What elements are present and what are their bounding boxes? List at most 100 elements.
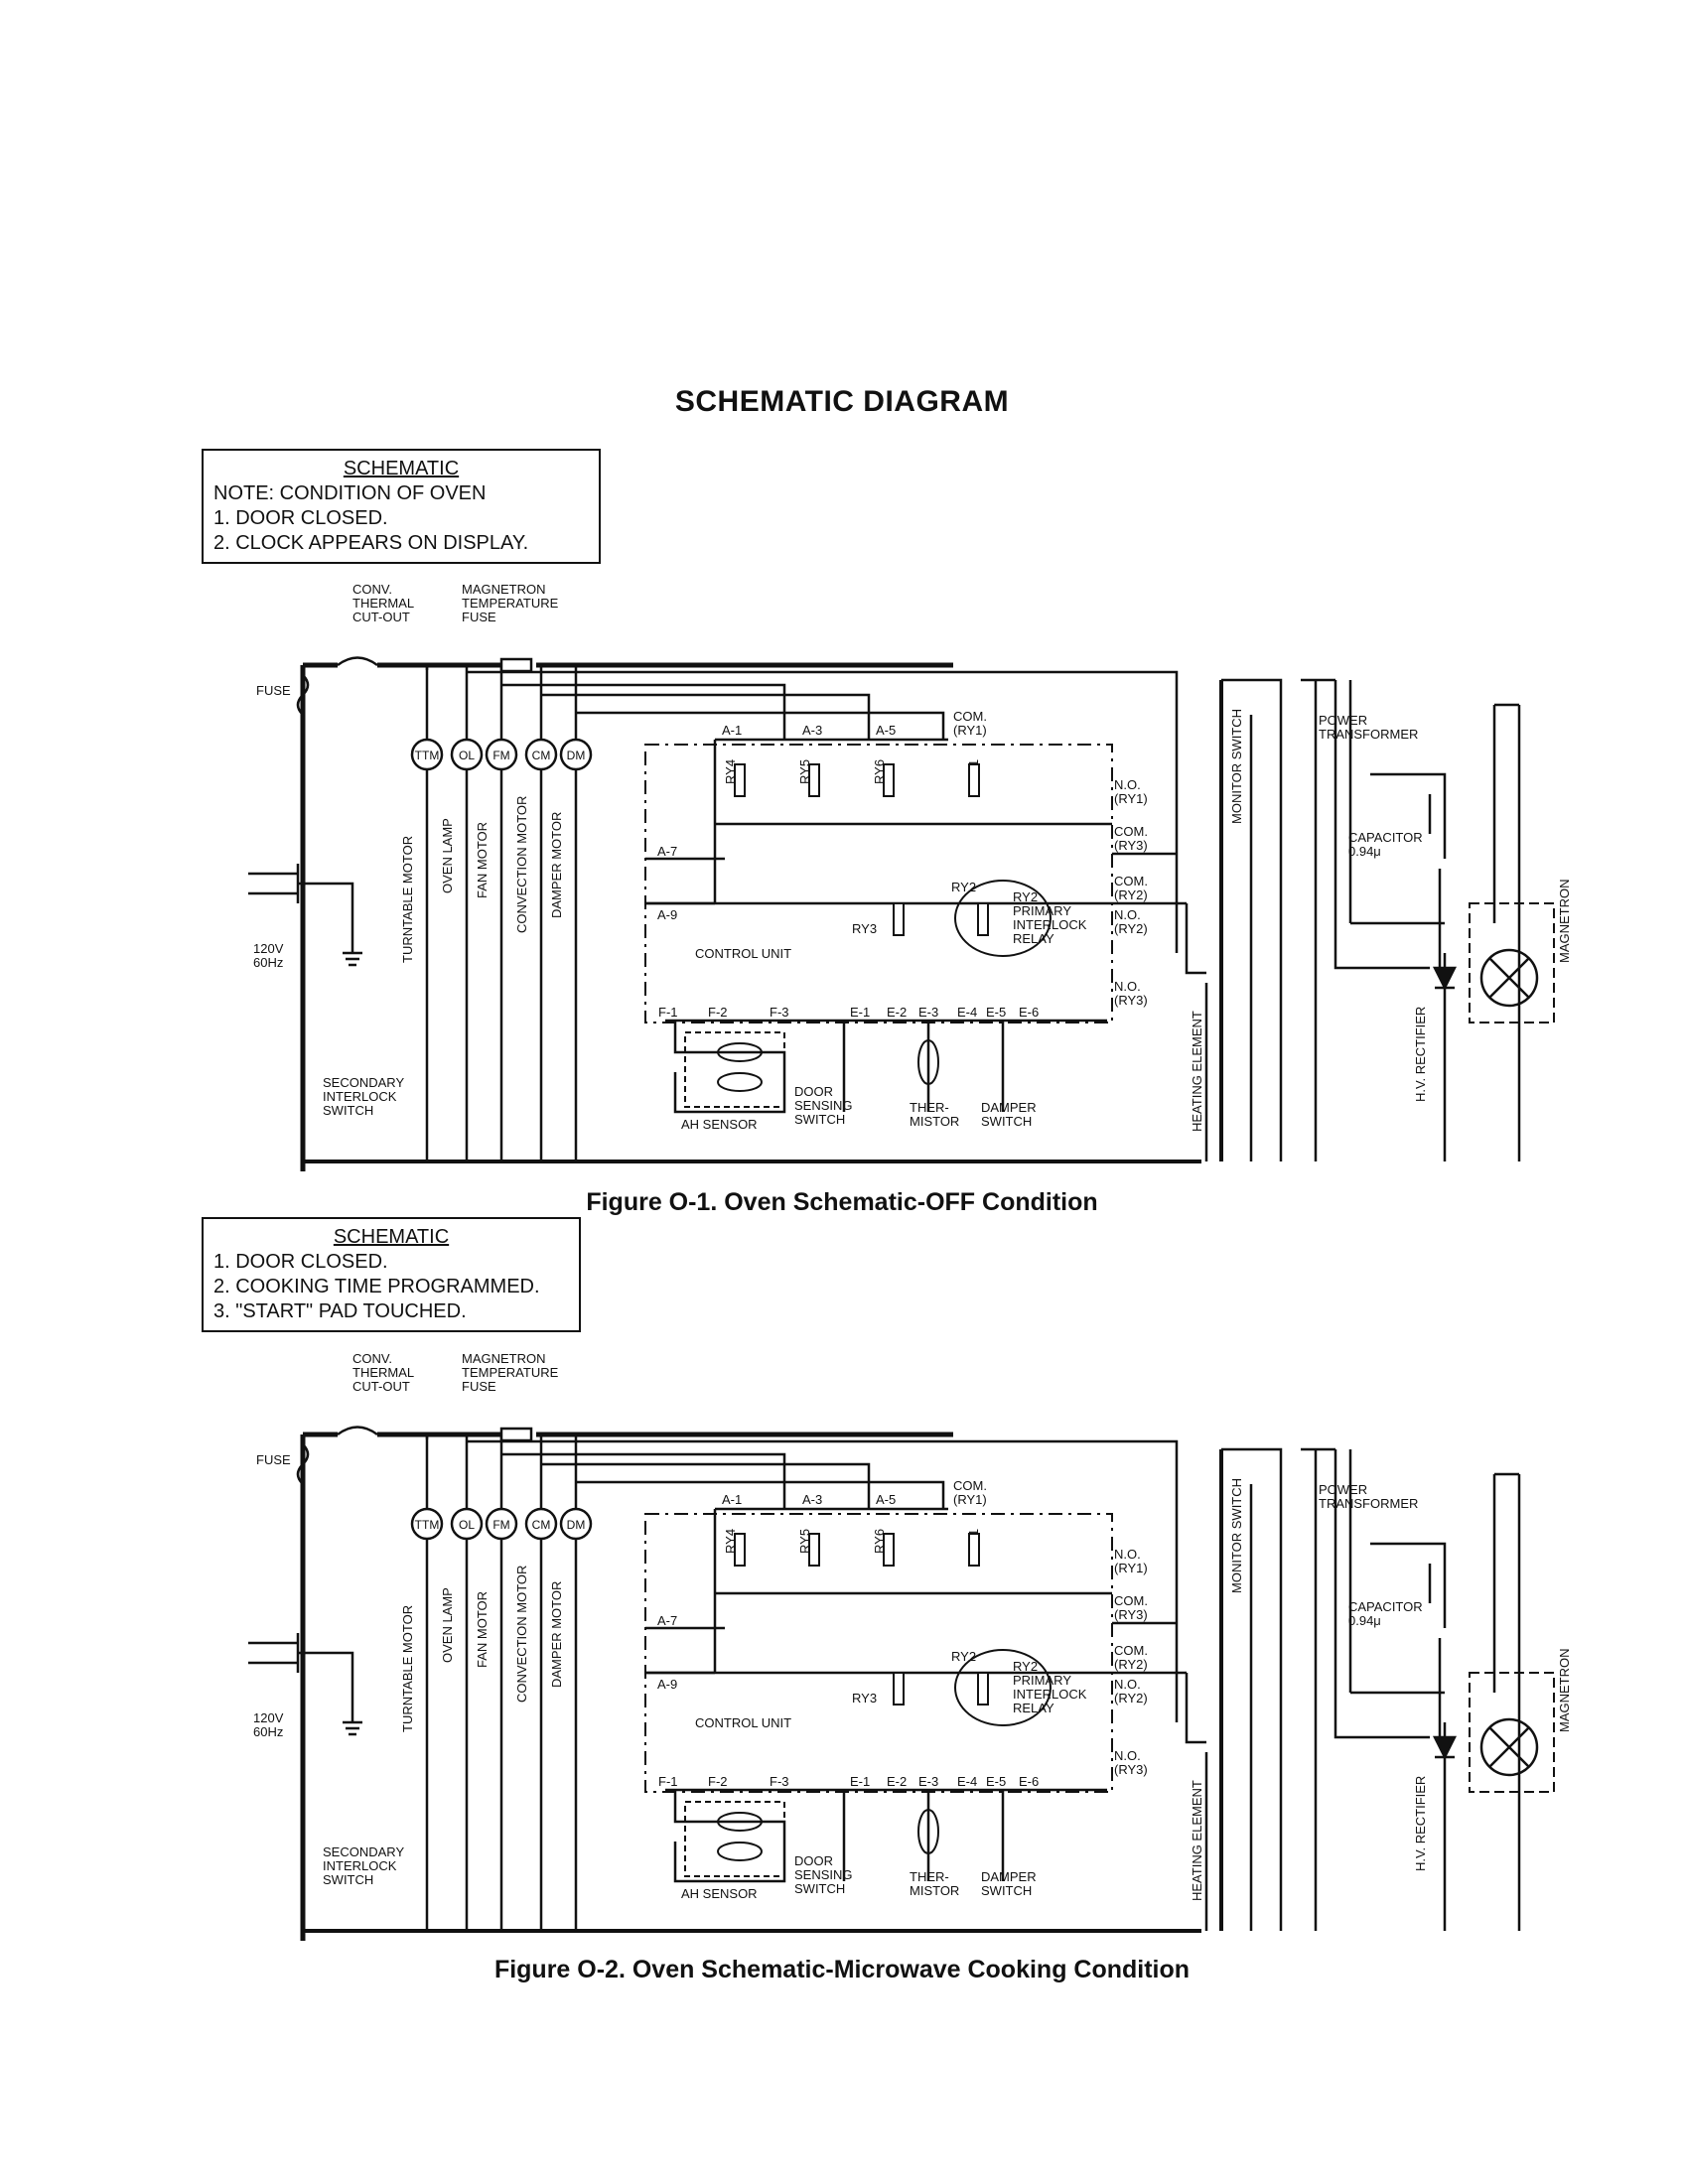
svg-text:RY2: RY2 bbox=[951, 880, 976, 894]
svg-text:SWITCH: SWITCH bbox=[794, 1112, 845, 1127]
svg-text:CM: CM bbox=[532, 1518, 551, 1532]
power-transformer-label: POWER TRANSFORMER bbox=[1319, 1482, 1418, 1511]
svg-text:OVEN LAMP: OVEN LAMP bbox=[440, 818, 455, 893]
svg-text:CONTROL UNIT: CONTROL UNIT bbox=[695, 946, 791, 961]
relay-coils bbox=[734, 1533, 989, 1706]
svg-text:A-9: A-9 bbox=[657, 1677, 677, 1692]
page-title: SCHEMATIC DIAGRAM bbox=[674, 385, 1010, 418]
svg-text:DAMPER: DAMPER bbox=[981, 1100, 1037, 1115]
svg-text:TURNTABLE MOTOR: TURNTABLE MOTOR bbox=[400, 836, 415, 963]
schematic-figure-2: CONV. THERMAL CUT-OUT MAGNETRON TEMPERAT… bbox=[248, 1351, 1572, 1941]
conv-cutout-label: CONV. THERMAL CUT-OUT bbox=[352, 1351, 417, 1394]
svg-text:FAN MOTOR: FAN MOTOR bbox=[475, 822, 490, 898]
svg-text:(RY1): (RY1) bbox=[1114, 1561, 1148, 1575]
svg-text:FM: FM bbox=[492, 749, 509, 762]
svg-text:E-1: E-1 bbox=[850, 1774, 870, 1789]
svg-text:E-6: E-6 bbox=[1019, 1005, 1039, 1020]
svg-text:FAN MOTOR: FAN MOTOR bbox=[475, 1591, 490, 1668]
svg-text:AH SENSOR: AH SENSOR bbox=[681, 1117, 758, 1132]
svg-text:(RY3): (RY3) bbox=[1114, 838, 1148, 853]
magnetron-icon bbox=[1432, 948, 1539, 1008]
svg-text:COM.: COM. bbox=[1114, 824, 1148, 839]
fuse-label: FUSE bbox=[256, 683, 291, 698]
svg-text:MISTOR: MISTOR bbox=[910, 1883, 959, 1898]
svg-text:E-5: E-5 bbox=[986, 1005, 1006, 1020]
svg-text:CONTROL UNIT: CONTROL UNIT bbox=[695, 1715, 791, 1730]
svg-text:RELAY: RELAY bbox=[1013, 1701, 1054, 1715]
svg-text:A-5: A-5 bbox=[876, 1492, 896, 1507]
svg-text:N.O.: N.O. bbox=[1114, 907, 1141, 922]
magnetron-label: MAGNETRON bbox=[1557, 880, 1572, 964]
motors: TTM TURNTABLE MOTOR OL OVEN LAMP FM FAN … bbox=[400, 1507, 593, 1732]
svg-text:F-1: F-1 bbox=[658, 1005, 678, 1020]
svg-text:AH SENSOR: AH SENSOR bbox=[681, 1886, 758, 1901]
svg-text:E-5: E-5 bbox=[986, 1774, 1006, 1789]
monitor-switch-label: MONITOR SWITCH bbox=[1229, 709, 1244, 824]
conv-cutout-label: CONV. THERMAL CUT-OUT bbox=[352, 582, 417, 624]
heating-element-label: HEATING ELEMENT bbox=[1190, 1780, 1204, 1901]
svg-text:COM.: COM. bbox=[1114, 1643, 1148, 1658]
svg-text:DM: DM bbox=[567, 749, 586, 762]
note-line: 3. "START" PAD TOUCHED. bbox=[213, 1300, 467, 1322]
note-line: 1. DOOR CLOSED. bbox=[213, 507, 388, 529]
svg-text:E-1: E-1 bbox=[850, 1005, 870, 1020]
svg-text:N.O.: N.O. bbox=[1114, 1748, 1141, 1763]
svg-text:DOOR: DOOR bbox=[794, 1853, 833, 1868]
svg-text:SENSING: SENSING bbox=[794, 1098, 853, 1113]
svg-text:E-4: E-4 bbox=[957, 1774, 977, 1789]
svg-text:F-3: F-3 bbox=[770, 1774, 789, 1789]
svg-text:(RY3): (RY3) bbox=[1114, 993, 1148, 1008]
svg-text:RY2: RY2 bbox=[951, 1649, 976, 1664]
svg-text:CM: CM bbox=[532, 749, 551, 762]
svg-text:(RY2): (RY2) bbox=[1114, 921, 1148, 936]
svg-text:RELAY: RELAY bbox=[1013, 931, 1054, 946]
svg-text:(RY1): (RY1) bbox=[953, 723, 987, 738]
capacitor-label: CAPACITOR 0.94μ bbox=[1348, 1599, 1426, 1628]
note-heading: SCHEMATIC bbox=[343, 458, 460, 479]
svg-text:RY2: RY2 bbox=[1013, 889, 1038, 904]
svg-text:CONVECTION MOTOR: CONVECTION MOTOR bbox=[514, 796, 529, 933]
convection-motor-icon: CM CONVECTION MOTOR bbox=[514, 1507, 558, 1703]
damper-motor-icon: DM DAMPER MOTOR bbox=[549, 738, 593, 918]
svg-text:E-2: E-2 bbox=[887, 1774, 907, 1789]
svg-text:COM.: COM. bbox=[1114, 1593, 1148, 1608]
svg-text:RY3: RY3 bbox=[852, 1691, 877, 1706]
fuse-icon bbox=[296, 656, 533, 716]
svg-text:TTM: TTM bbox=[415, 1518, 440, 1532]
svg-text:SWITCH: SWITCH bbox=[981, 1883, 1032, 1898]
svg-text:N.O.: N.O. bbox=[1114, 979, 1141, 994]
note-heading: SCHEMATIC bbox=[333, 1226, 450, 1248]
svg-text:COM.: COM. bbox=[1114, 874, 1148, 888]
svg-text:CONVECTION MOTOR: CONVECTION MOTOR bbox=[514, 1566, 529, 1703]
svg-text:A-3: A-3 bbox=[802, 723, 822, 738]
mag-fuse-label: MAGNETRON TEMPERATURE FUSE bbox=[462, 1351, 562, 1394]
oven-lamp-icon: OL OVEN LAMP bbox=[440, 738, 484, 893]
svg-text:A-9: A-9 bbox=[657, 907, 677, 922]
plug-icon bbox=[248, 864, 362, 967]
secondary-switch-label: SECONDARY INTERLOCK SWITCH bbox=[323, 1075, 408, 1118]
svg-text:SENSING: SENSING bbox=[794, 1867, 853, 1882]
plug-icon bbox=[248, 1633, 362, 1736]
svg-text:THER-: THER- bbox=[910, 1869, 949, 1884]
turntable-motor-icon: TTM TURNTABLE MOTOR bbox=[400, 738, 444, 963]
note-line: 2. COOKING TIME PROGRAMMED. bbox=[213, 1276, 540, 1297]
svg-text:(RY2): (RY2) bbox=[1114, 887, 1148, 902]
svg-text:E-6: E-6 bbox=[1019, 1774, 1039, 1789]
fan-motor-icon: FM FAN MOTOR bbox=[475, 738, 518, 898]
supply-label: 120V 60Hz bbox=[253, 941, 287, 970]
motors: TTM TURNTABLE MOTOR OL OVEN LAMP FM FAN … bbox=[400, 738, 593, 963]
svg-text:DOOR: DOOR bbox=[794, 1084, 833, 1099]
svg-text:A-7: A-7 bbox=[657, 1613, 677, 1628]
svg-text:(RY3): (RY3) bbox=[1114, 1762, 1148, 1777]
figure-1-note: SCHEMATIC NOTE: CONDITION OF OVEN 1. DOO… bbox=[202, 449, 601, 564]
svg-text:E-3: E-3 bbox=[918, 1005, 938, 1020]
oven-lamp-icon: OL OVEN LAMP bbox=[440, 1507, 484, 1663]
svg-text:SWITCH: SWITCH bbox=[794, 1881, 845, 1896]
svg-text:N.O.: N.O. bbox=[1114, 777, 1141, 792]
monitor-switch-label: MONITOR SWITCH bbox=[1229, 1478, 1244, 1593]
figure-2-caption: Figure O-2. Oven Schematic-Microwave Coo… bbox=[493, 1956, 1191, 1983]
hv-rectifier-label: H.V. RECTIFIER bbox=[1413, 1776, 1428, 1871]
svg-text:F-2: F-2 bbox=[708, 1005, 728, 1020]
secondary-switch-label: SECONDARY INTERLOCK SWITCH bbox=[323, 1844, 408, 1887]
fan-motor-icon: FM FAN MOTOR bbox=[475, 1507, 518, 1668]
